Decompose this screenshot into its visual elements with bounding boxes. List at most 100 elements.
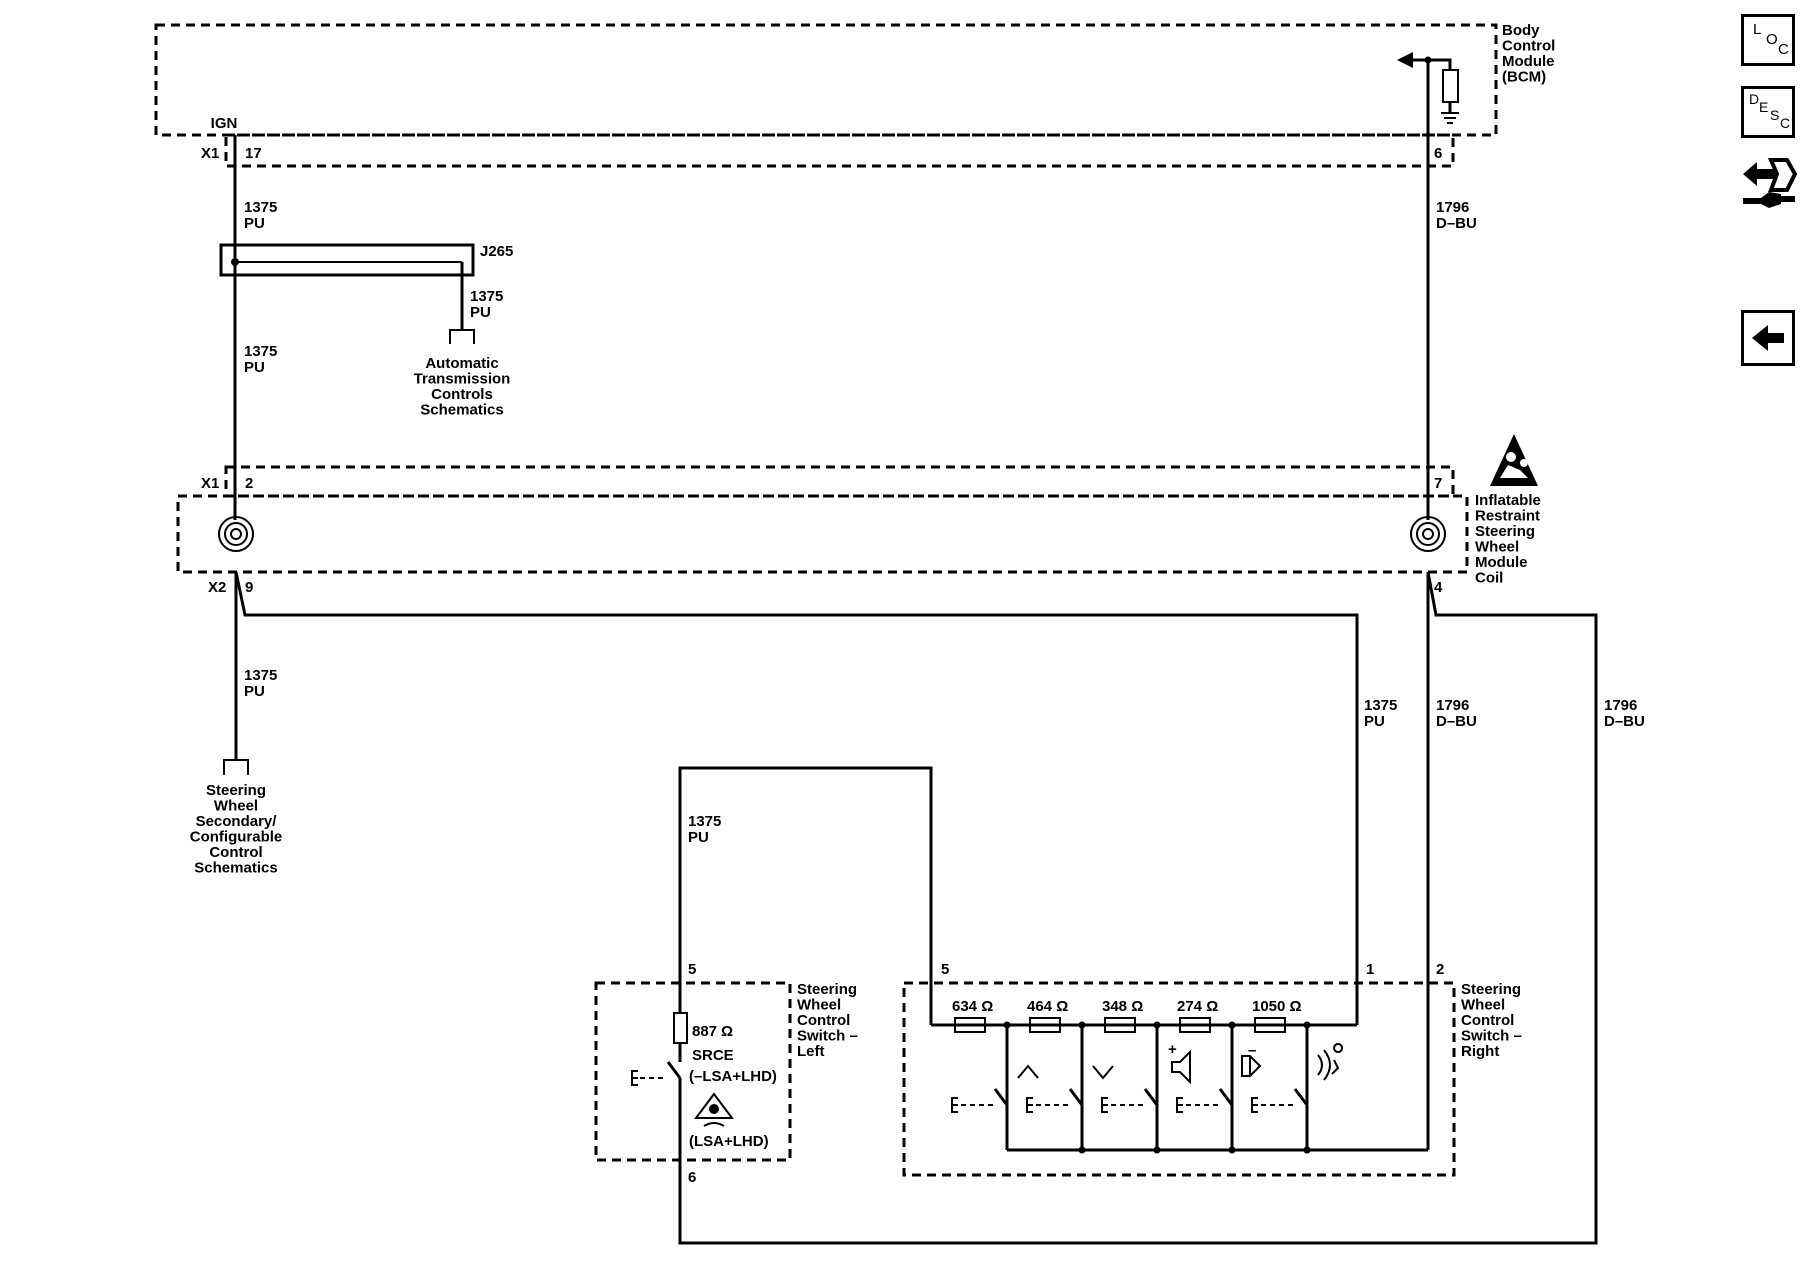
switch-left-pin-5: 5	[688, 961, 696, 978]
chevron-up-icon	[1017, 1064, 1039, 1079]
switch-contact	[1068, 1088, 1084, 1106]
back-button[interactable]	[1741, 310, 1795, 366]
splice-j265: J265 1375 PU 1375 PU	[219, 243, 513, 376]
switch-right-label-line: Right	[1461, 1043, 1499, 1060]
description-button[interactable]: D E S C	[1741, 86, 1795, 138]
bcm-label-line: Control	[1502, 38, 1555, 55]
steering-wheel-switch-right: 5 1 2 634 Ω 464 Ω 348 Ω 274 Ω 1050 Ω + – Steer…	[902, 961, 1522, 1177]
reference-secondary-line: Configurable	[190, 829, 283, 846]
ground-icon	[1441, 112, 1459, 124]
wire-label-color: PU	[244, 683, 265, 700]
wire-label-circuit: 1796	[1436, 199, 1469, 216]
wire-label-circuit: 1375	[470, 288, 503, 305]
switch-right-pin-2: 2	[1436, 961, 1444, 978]
wire-label-color: PU	[1364, 713, 1385, 730]
desc-letter-e: E	[1759, 99, 1769, 115]
switch-right-pin-5: 5	[941, 961, 949, 978]
wire-label-circuit: 1796	[1604, 697, 1637, 714]
wire-label-color: D–BU	[1436, 713, 1477, 730]
desc-letter-s: S	[1770, 107, 1780, 123]
clockspring-icon	[1410, 516, 1446, 552]
loc-letter-l: L	[1753, 21, 1762, 38]
svg-text:–: –	[1248, 1042, 1256, 1059]
switch-left-pin-6: 6	[688, 1169, 696, 1186]
wire-label-circuit: 1375	[244, 343, 277, 360]
resistor-274	[1179, 1017, 1211, 1033]
wire-label-circuit: 1375	[244, 667, 277, 684]
bcm-connector-x1: X1	[201, 145, 219, 162]
switch-left-label-line: Steering	[797, 981, 857, 998]
ign-label: IGN	[211, 115, 238, 132]
resistor-1050	[1254, 1017, 1286, 1033]
desc-letter-d: D	[1749, 91, 1760, 107]
reference-steering-wheel-secondary[interactable]: SteeringWheelSecondary/ConfigurableContr…	[190, 759, 283, 877]
bcm-pulldown-resistor	[1397, 52, 1459, 112]
resistor-887	[673, 1012, 688, 1044]
wire-label-circuit: 1375	[244, 199, 277, 216]
volume-down-icon	[1241, 1055, 1262, 1077]
switch-contact	[1293, 1088, 1309, 1106]
wire-label-circuit: 1375	[1364, 697, 1397, 714]
resistor-value: 464 Ω	[1027, 998, 1068, 1015]
reference-transmission-line: Transmission	[414, 371, 511, 388]
coil-label-line: Steering	[1475, 523, 1535, 540]
reference-secondary-line: Schematics	[194, 860, 277, 877]
diagnostic-tools-icon[interactable]	[1741, 154, 1798, 220]
bcm-label-line: (BCM)	[1502, 69, 1546, 86]
switch-right-label-line: Control	[1461, 1012, 1514, 1029]
wire-label-circuit: 1796	[1436, 697, 1469, 714]
coil-label-line: Inflatable	[1475, 492, 1541, 509]
resistor-value: 1050 Ω	[1252, 998, 1302, 1015]
switch-contact	[1143, 1088, 1159, 1106]
coil-pin-4: 4	[1434, 579, 1443, 596]
clockspring-icon	[218, 516, 254, 552]
steering-wheel-coil-module: X1 2 7 X2 9 4 InflatableRestraintSteerin…	[176, 434, 1541, 596]
arrow-left-icon	[1752, 325, 1784, 351]
reference-transmission-line: Controls	[431, 386, 493, 403]
volume-up-icon	[1171, 1049, 1191, 1085]
switch-right-label-line: Switch –	[1461, 1028, 1522, 1045]
resistor-value: 274 Ω	[1177, 998, 1218, 1015]
resistor-value: 348 Ω	[1102, 998, 1143, 1015]
switch-left-label-line: Switch –	[797, 1028, 858, 1045]
coil-pin-9: 9	[245, 579, 253, 596]
bcm-label-line: Module	[1502, 53, 1555, 70]
switch-left-label-line: Left	[797, 1043, 825, 1060]
airbag-warning-icon	[1490, 434, 1538, 486]
wire-1375-to-switch-left	[678, 766, 933, 1025]
reference-transmission-line: Automatic	[425, 355, 498, 372]
splice-label: J265	[480, 243, 513, 260]
svg-text:+: +	[1168, 1041, 1177, 1058]
coil-connector-x1: X1	[201, 475, 219, 492]
resistor-348	[1104, 1017, 1136, 1033]
wire-label-color: PU	[688, 829, 709, 846]
switch-right-label-line: Wheel	[1461, 997, 1505, 1014]
resistor-value: 634 Ω	[952, 998, 993, 1015]
reference-transmission-line: Schematics	[420, 402, 503, 419]
switch-contact	[1218, 1088, 1234, 1106]
bcm-label-line: Body	[1502, 22, 1540, 39]
resistor-value: 887	[692, 1023, 717, 1040]
steering-wheel-switch-left: 5 6 887 Ω SRCE (–LSA+LHD) (LSA+LHD) Stee…	[594, 961, 858, 1186]
lane-assist-icon	[694, 1092, 734, 1127]
bcm-pin-17: 17	[245, 145, 262, 162]
switch-contact	[993, 1088, 1009, 1106]
switch-right-label-line: Steering	[1461, 981, 1521, 998]
coil-label-line: Module	[1475, 554, 1528, 571]
wire-label-color: D–BU	[1436, 215, 1477, 232]
resistor-634	[954, 1017, 986, 1033]
coil-connector-x2: X2	[208, 579, 226, 596]
reference-secondary-line: Wheel	[214, 798, 258, 815]
desc-letter-c: C	[1780, 115, 1791, 131]
ohm-unit: Ω	[721, 1023, 733, 1040]
switch-right-pin-1: 1	[1366, 961, 1374, 978]
reference-secondary-line: Control	[209, 844, 262, 861]
location-button[interactable]: L O C	[1741, 14, 1795, 66]
wire-label-color: PU	[244, 359, 265, 376]
loc-letter-o: O	[1766, 31, 1778, 48]
coil-label-line: Coil	[1475, 570, 1503, 587]
reference-secondary-line: Secondary/	[196, 813, 278, 830]
lsa-option-label: (LSA+LHD)	[689, 1133, 769, 1150]
